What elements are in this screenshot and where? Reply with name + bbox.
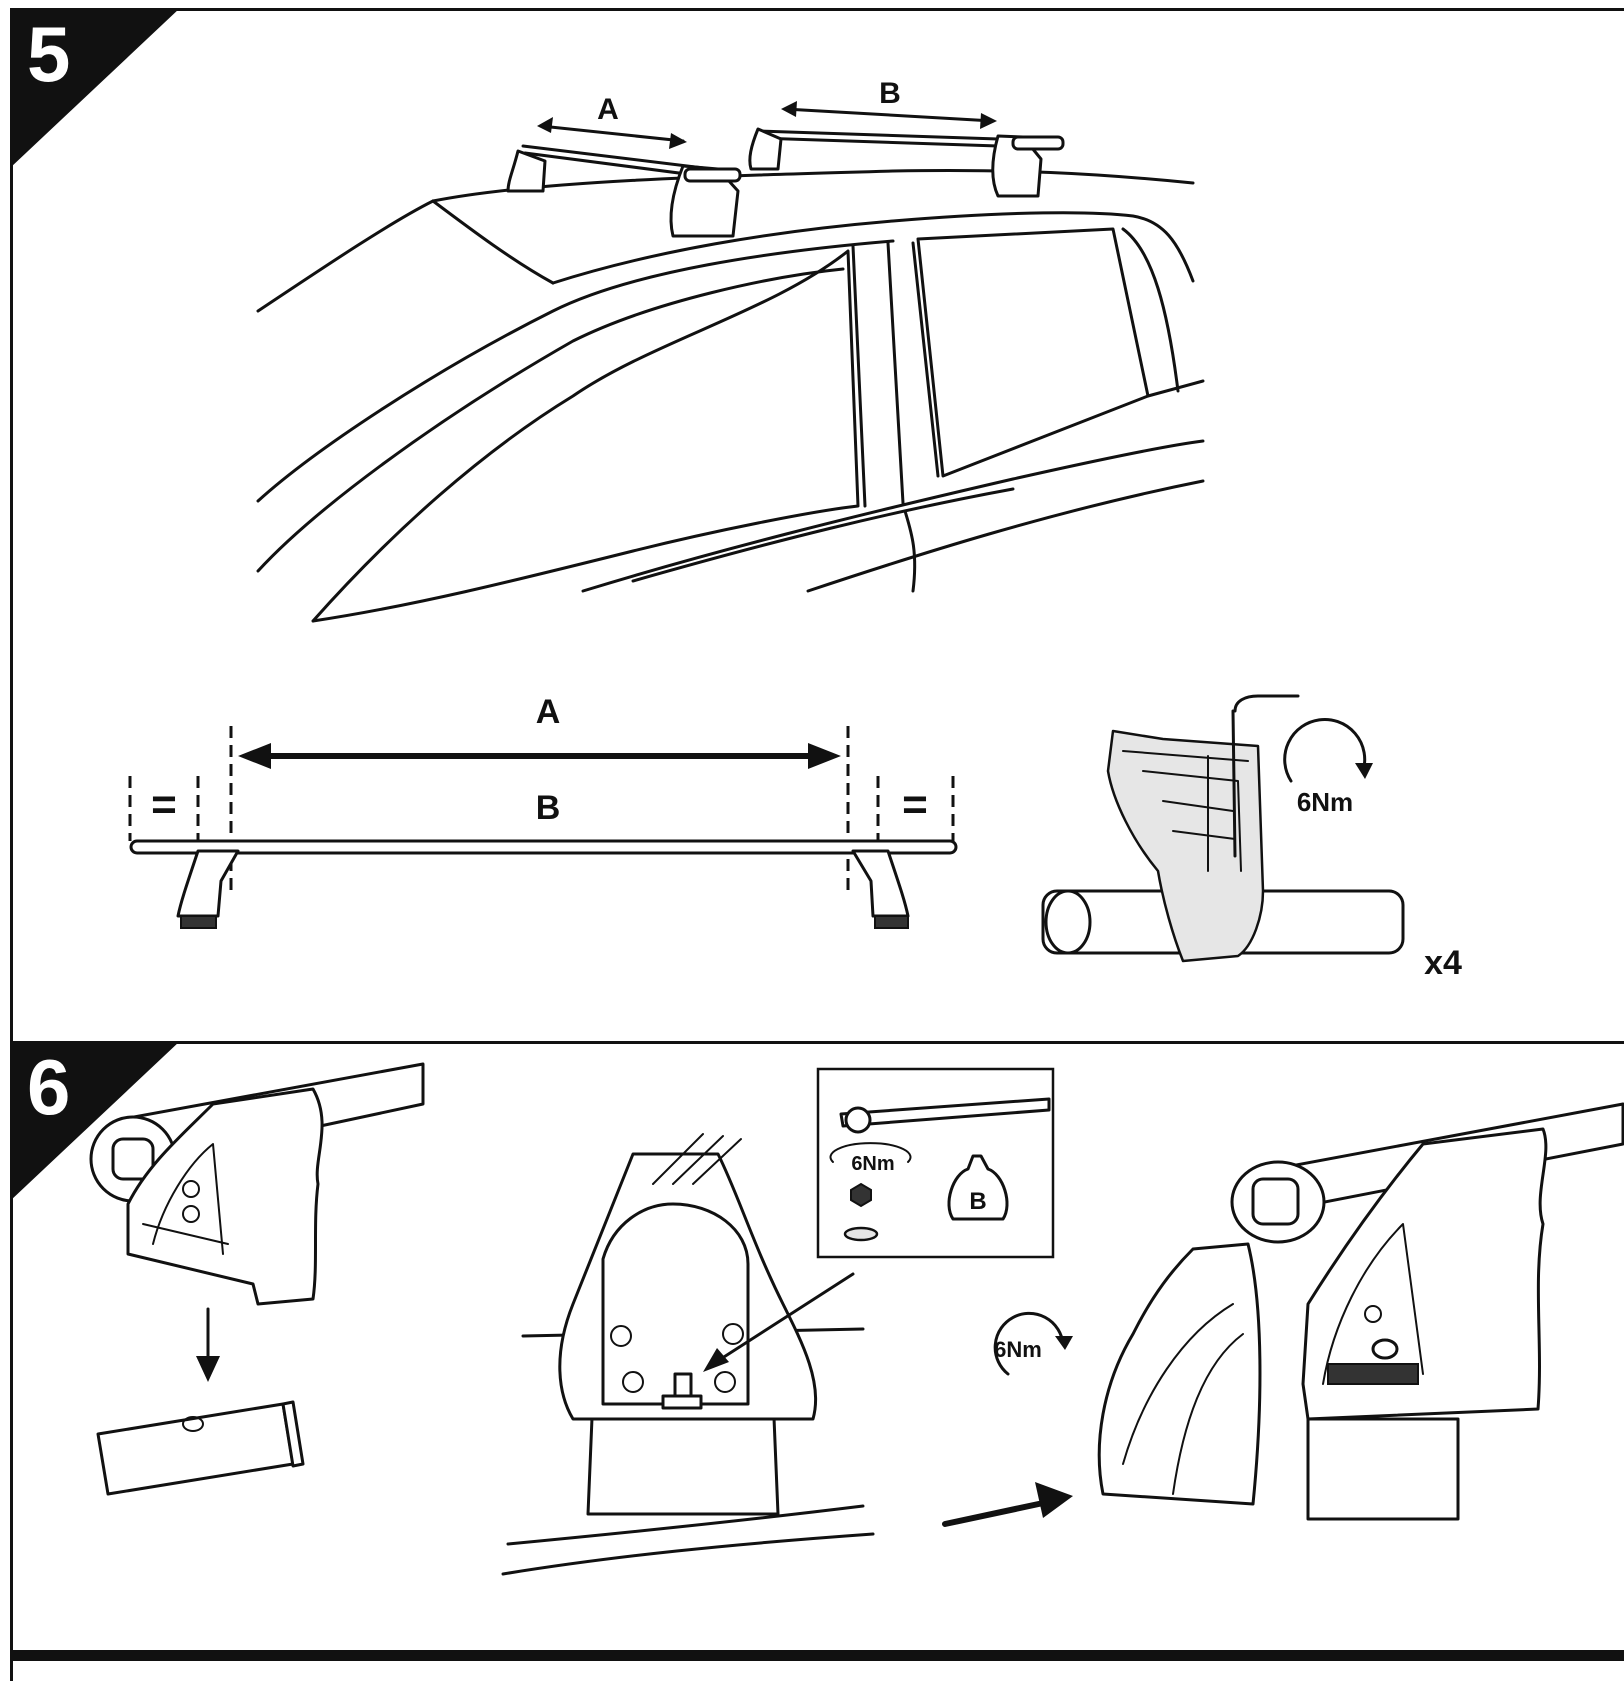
step-6-number: 6 [27,1043,71,1131]
bottom-border [10,1650,1624,1661]
car-label-b: B [879,77,901,110]
foot-detail [1041,694,1405,963]
inset-bag-label: B [969,1188,986,1215]
torque-symbol [942,1311,1073,1527]
bar-measurement [128,726,958,929]
foot-over-block [89,1062,425,1496]
step-5-illustration: A B A B = = [128,77,1462,982]
step-6-panel: 6 [10,1041,1624,1681]
assembled-foot [1097,1102,1624,1521]
foot-quantity: x4 [1424,944,1462,982]
foot-front-view [501,1133,875,1576]
parts-inset-box [816,1067,1055,1259]
step-5-number: 5 [27,10,71,98]
inset-torque: 6Nm [851,1153,894,1175]
roof-bars-on-car [506,101,1065,238]
bar-equal-right: = [902,780,928,829]
bar-label-a: A [536,693,561,731]
bar-label-b: B [536,789,561,827]
step-6-illustration: 6Nm B 6Nm [89,1062,1624,1576]
step-6-badge [10,1041,180,1201]
car-outline [256,169,1205,623]
car-label-a: A [597,93,619,126]
step-5-badge [10,8,180,168]
bar-equal-left: = [151,780,177,829]
foot-torque: 6Nm [1297,787,1353,817]
assembly-torque: 6Nm [994,1337,1042,1362]
step-5-panel: 5 [10,8,1624,1043]
